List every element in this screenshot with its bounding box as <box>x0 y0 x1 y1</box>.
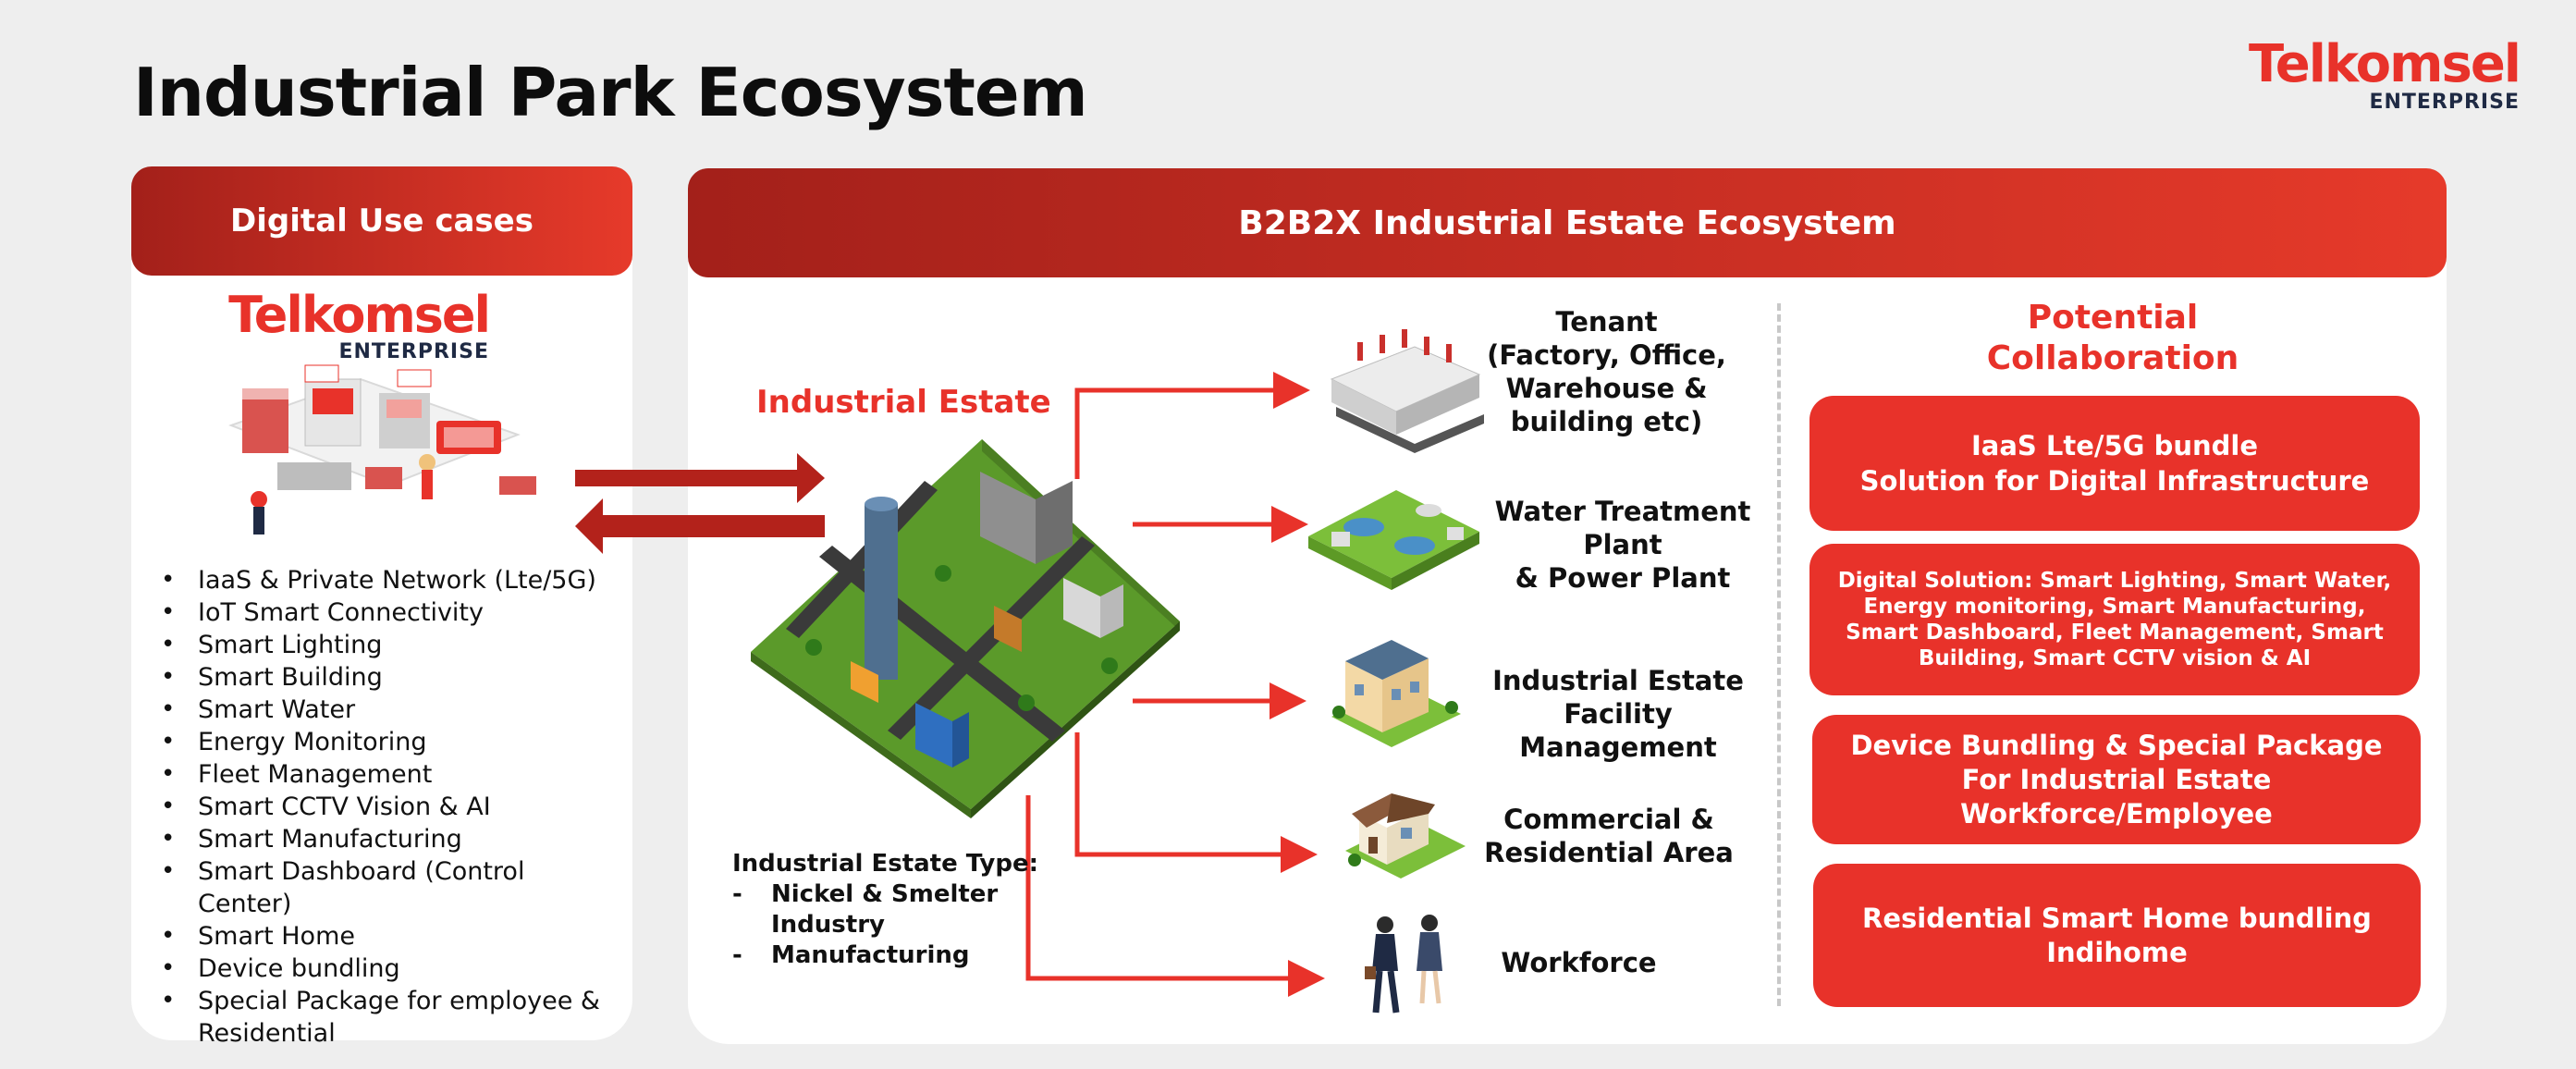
list-item: Energy Monitoring <box>159 726 621 758</box>
collab-box-smart-home: Residential Smart Home bundling Indihome <box>1813 864 2421 1007</box>
section-divider <box>1777 303 1781 1006</box>
use-cases-header: Digital Use cases <box>131 166 632 276</box>
list-item: Smart Manufacturing <box>159 823 621 855</box>
node-label-water-power: Water Treatment Plant & Power Plant <box>1494 496 1751 594</box>
list-item: Smart Building <box>159 661 621 694</box>
list-item: Smart Dashboard (Control Center) <box>159 855 621 920</box>
collab-box-digital-solution: Digital Solution: Smart Lighting, Smart … <box>1809 544 2420 695</box>
estate-type: Industrial Estate Type: -Nickel & Smelte… <box>732 849 1047 971</box>
brand-name: Telkomsel <box>2248 34 2521 94</box>
list-item: Smart CCTV Vision & AI <box>159 791 621 823</box>
list-item: -Manufacturing <box>732 941 970 969</box>
list-item: IaaS & Private Network (Lte/5G) <box>159 564 621 596</box>
collab-box-device-bundling: Device Bundling & Special Package For In… <box>1812 715 2421 844</box>
ecosystem-header: B2B2X Industrial Estate Ecosystem <box>688 168 2447 277</box>
estate-title: Industrial Estate <box>756 384 1051 421</box>
node-label-facility: Industrial Estate Facility Management <box>1492 665 1744 763</box>
node-label-workforce: Workforce <box>1501 947 1657 978</box>
list-item: -Nickel & Smelter Industry <box>732 880 999 939</box>
list-item: Device bundling <box>159 952 621 985</box>
node-label-tenant: Tenant (Factory, Office, Warehouse & bui… <box>1487 306 1726 437</box>
list-item: Smart Lighting <box>159 629 621 661</box>
node-label-commercial: Commercial & Residential Area <box>1484 804 1734 868</box>
list-item: IoT Smart Connectivity <box>159 596 621 629</box>
brand-sub: ENTERPRISE <box>2369 91 2520 114</box>
telkomsel-logo: Telkomsel ENTERPRISE <box>2249 39 2521 114</box>
collab-box-iaas: IaaS Lte/5G bundle Solution for Digital … <box>1809 396 2420 531</box>
use-case-list: IaaS & Private Network (Lte/5G) IoT Smar… <box>159 564 621 1050</box>
list-item: Fleet Management <box>159 758 621 791</box>
brand-name: Telkomsel <box>228 286 491 344</box>
list-item: Smart Water <box>159 694 621 726</box>
telkomsel-logo-panel: Telkomsel ENTERPRISE <box>228 290 491 363</box>
estate-type-label: Industrial Estate Type: <box>732 850 1039 878</box>
list-item: Smart Home <box>159 920 621 952</box>
list-item: Special Package for employee & Residenti… <box>159 985 621 1050</box>
page-title: Industrial Park Ecosystem <box>133 54 1088 131</box>
brand-sub: ENTERPRISE <box>338 340 489 363</box>
collaboration-title: Potential Collaboration <box>1986 299 2239 377</box>
